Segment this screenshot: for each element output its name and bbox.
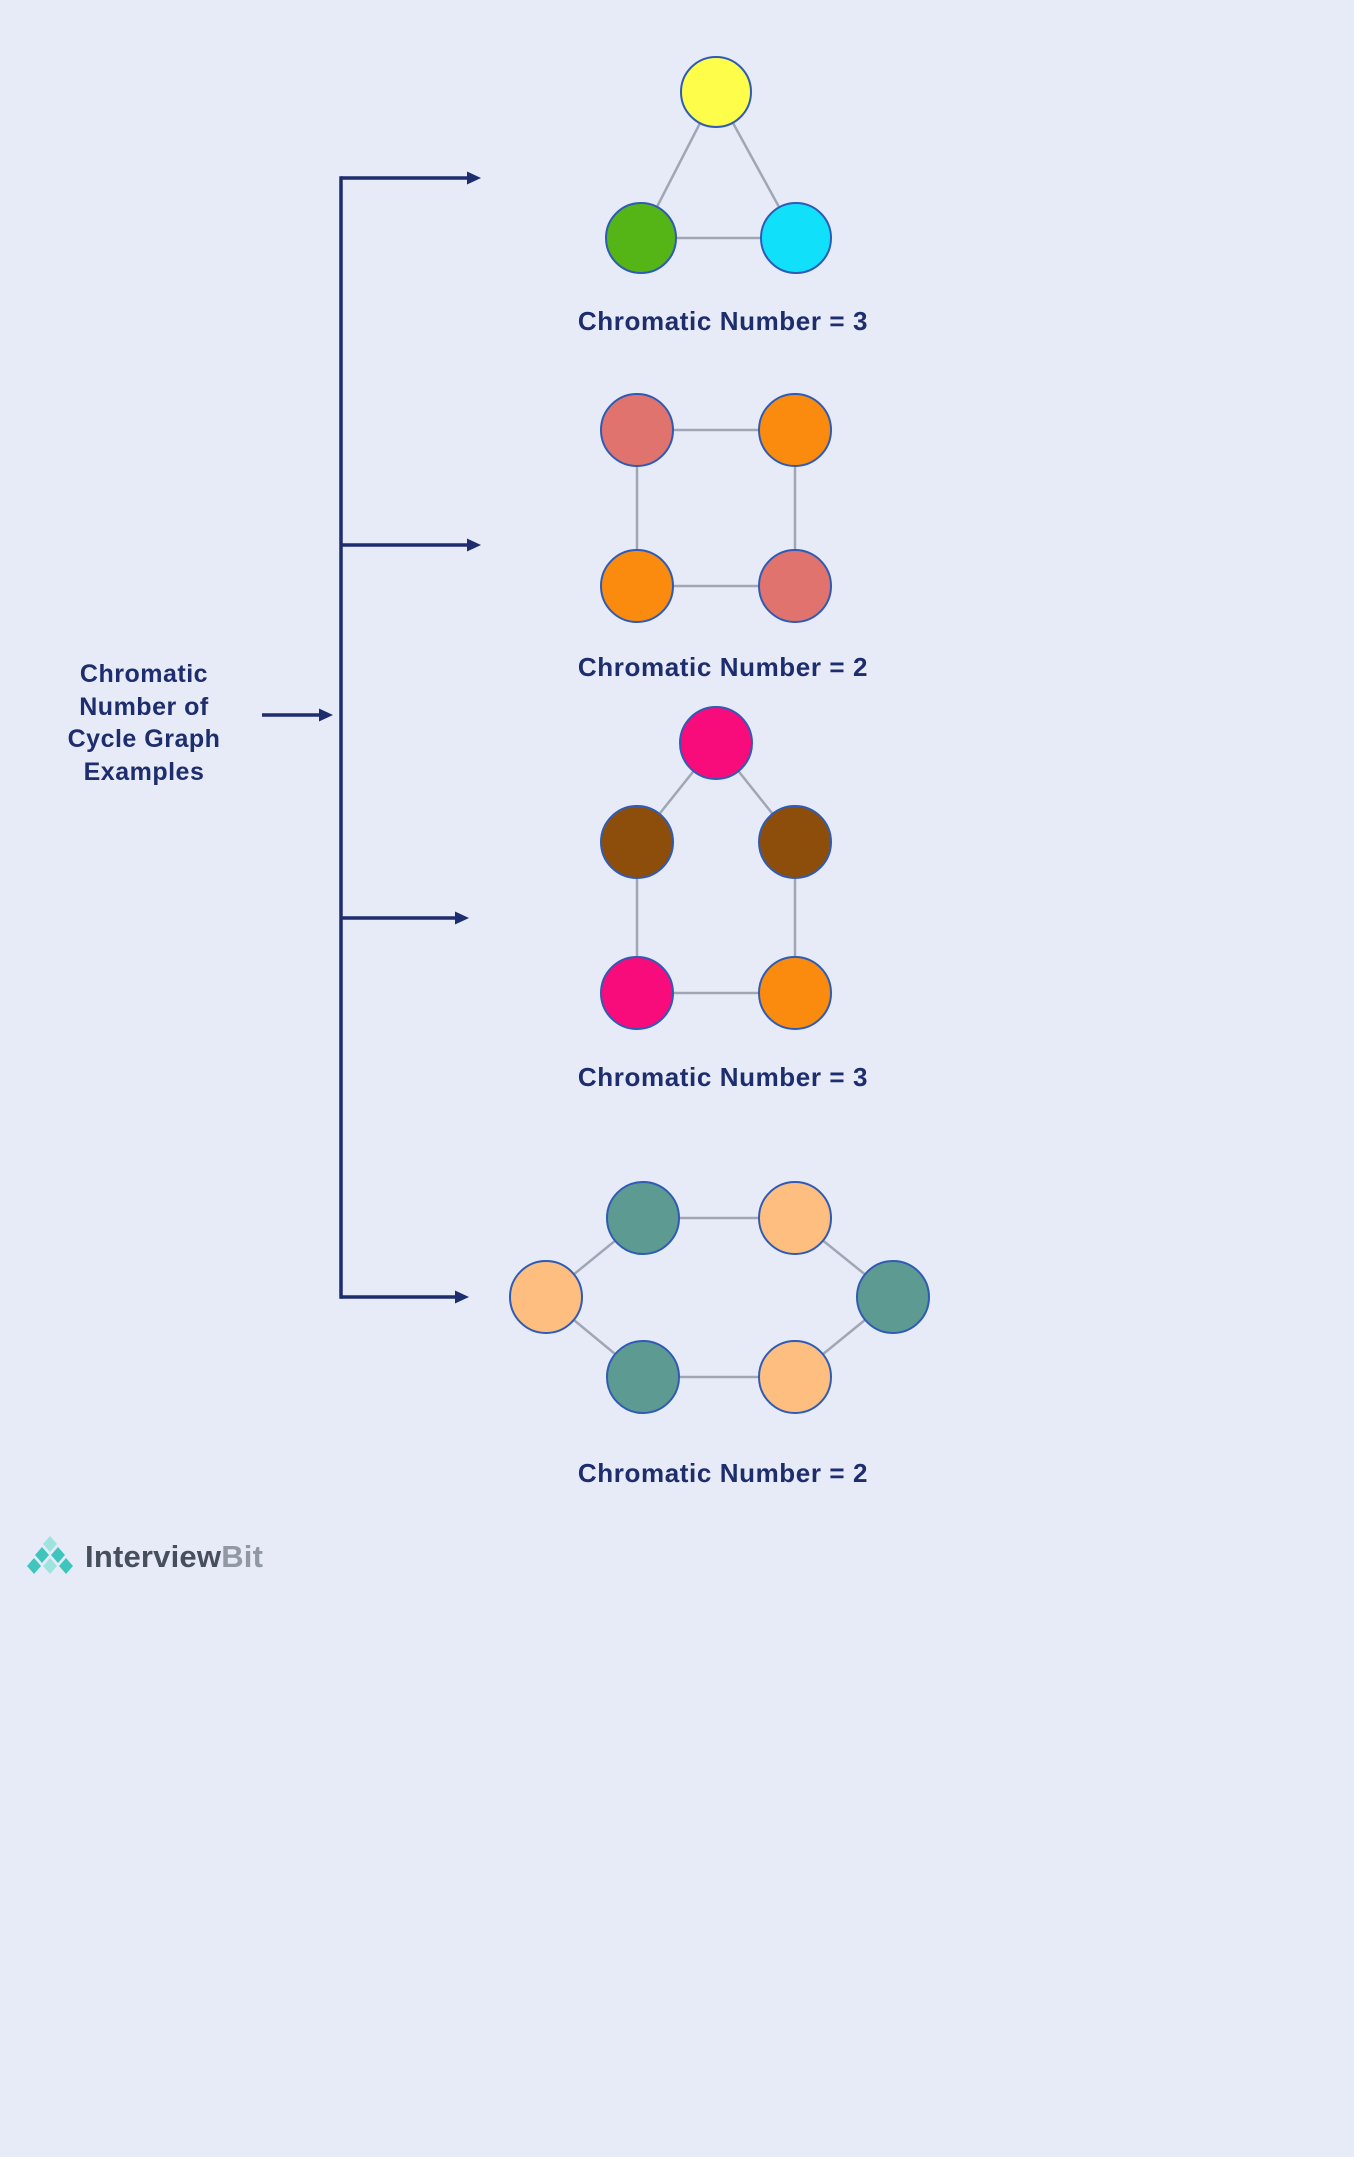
graph-4-node-6	[758, 1340, 832, 1414]
graph-3-node-3	[758, 805, 832, 879]
logo-text: InterviewBit	[85, 1539, 263, 1575]
graph-1-node-3	[760, 202, 832, 274]
graph-3-node-1	[679, 706, 753, 780]
graph-3-node-5	[758, 956, 832, 1030]
graph-4-node-3	[509, 1260, 583, 1334]
graph-2-node-2	[758, 393, 832, 467]
logo-diamond-1	[43, 1536, 57, 1552]
graph-4-node-2	[758, 1181, 832, 1255]
title-line-4: Examples	[83, 757, 205, 786]
logo-text-bit: Bit	[221, 1539, 264, 1574]
graph-2-node-1	[600, 393, 674, 467]
title-line-1: Chromatic	[79, 660, 209, 688]
graph-1-node-1	[680, 56, 752, 128]
cycle-c5-pentagon	[600, 706, 832, 1030]
graph-4-node-4	[856, 1260, 930, 1334]
graph-2-node-3	[600, 549, 674, 623]
graph-4-node-5	[606, 1340, 680, 1414]
logo-diamond-2	[35, 1547, 49, 1563]
diagram-title: Chromatic Number of Cycle Graph Examples	[34, 658, 254, 788]
graph-2-node-4	[758, 549, 832, 623]
graph-1-node-2	[605, 202, 677, 274]
title-line-2: Number of	[79, 692, 209, 721]
graph-3-node-2	[600, 805, 674, 879]
logo-text-interview: Interview	[85, 1539, 222, 1574]
interviewbit-logo: InterviewBit	[22, 1536, 263, 1578]
logo-diamond-5	[43, 1558, 57, 1574]
logo-diamond-3	[51, 1547, 65, 1563]
graph-3-node-4	[600, 956, 674, 1030]
graph-1-label: Chromatic Number = 3	[577, 306, 869, 336]
graph-4-label: Chromatic Number = 2	[577, 1458, 869, 1488]
interviewbit-logo-icon	[27, 1536, 73, 1574]
graph-3-label: Chromatic Number = 3	[577, 1062, 869, 1092]
cycle-c3-triangle	[605, 56, 832, 274]
logo-diamond-4	[27, 1558, 41, 1574]
cycle-c6-hexagon	[509, 1181, 930, 1414]
cycle-c4-square	[600, 393, 832, 623]
logo-diamond-6	[59, 1558, 73, 1574]
title-line-3: Cycle Graph	[67, 725, 221, 753]
connector-arrows	[262, 171, 481, 1304]
graph-4-node-1	[606, 1181, 680, 1255]
graph-2-label: Chromatic Number = 2	[577, 652, 869, 682]
graphs-layer	[509, 56, 930, 1414]
